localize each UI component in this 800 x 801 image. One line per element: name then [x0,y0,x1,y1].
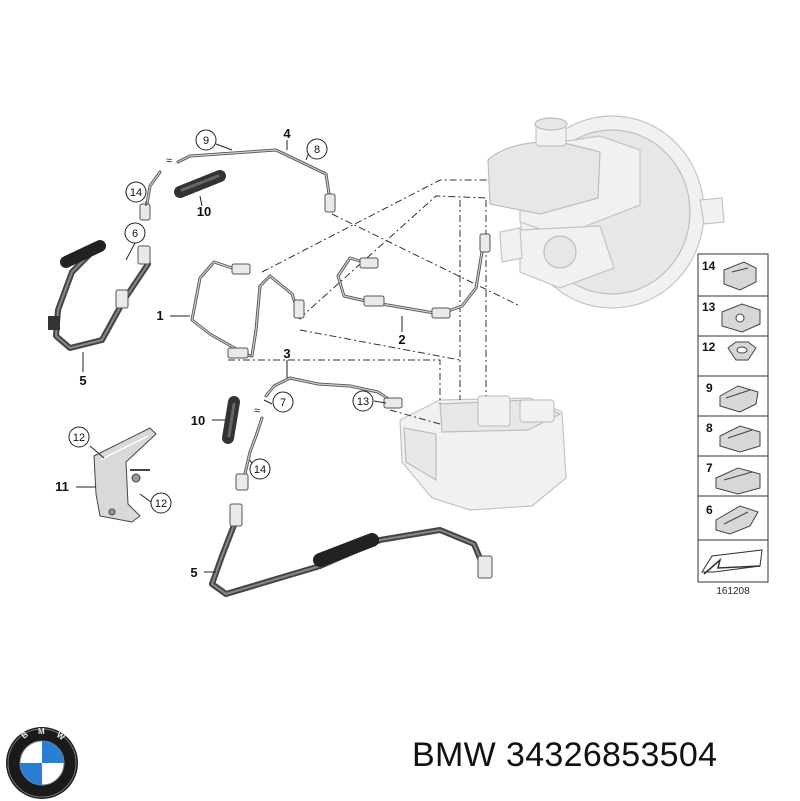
legend-num-8: 8 [706,421,713,435]
legend-num-13: 13 [702,300,716,314]
hose-sleeve-10-mid [222,396,240,444]
brake-pipe-1 [190,260,305,359]
svg-text:≈: ≈ [166,155,172,167]
callout-8: 8 [314,144,320,156]
callout-10a: 10 [197,204,211,219]
connection-lines [228,179,521,425]
svg-text:M: M [38,727,45,736]
callout-5a: 5 [79,373,86,388]
hose-sleeve-10-top [174,170,226,198]
callout-3: 3 [283,346,290,361]
callout-4: 4 [283,126,291,141]
callout-9: 9 [203,135,209,147]
svg-text:≈: ≈ [254,405,260,417]
clip-13-icon [721,303,761,333]
callout-14b: 14 [254,464,266,476]
callout-11: 11 [55,479,69,494]
callout-12a: 12 [73,432,85,444]
callout-labels: 4 9 8 14 10 6 5 1 2 3 10 7 13 14 12 11 1… [55,126,405,580]
callout-10b: 10 [191,413,205,428]
svg-text:W: W [55,730,67,742]
clip-14-icon [723,261,757,291]
part-caption: BMW 34326853504 [412,736,727,775]
clip-6-icon [715,505,759,535]
callout-13: 13 [357,396,369,408]
clip-9-icon [719,385,759,413]
clip-7-icon [715,467,761,495]
bracket-11 [93,427,157,523]
callout-1: 1 [156,308,163,323]
callout-12b: 12 [155,498,167,510]
diagram-id: 161208 [716,586,750,597]
brake-hose-5-bottom [209,503,493,597]
brake-pipe-3: ≈ [235,376,403,491]
callout-6: 6 [132,228,138,240]
callout-14a: 14 [130,187,142,199]
nut-12-icon [727,341,757,361]
brake-pipe-2 [336,233,491,319]
brake-hose-5-left [48,240,151,351]
direction-arrow-icon [701,549,763,575]
part-number: 34326853504 [506,736,718,774]
legend-num-6: 6 [706,503,713,517]
legend-num-14: 14 [702,259,716,273]
callout-2: 2 [398,332,405,347]
clip-8-icon [719,425,761,453]
callout-7: 7 [280,397,286,409]
brand-name: BMW [412,736,496,774]
callout-5b: 5 [190,565,197,580]
bmw-logo: B M W [6,727,78,799]
abs-hydraulic-unit [399,395,567,511]
parts-legend: 14 13 12 9 8 7 6 [697,253,769,597]
brake-pipe-4: ≈ [139,148,336,221]
legend-num-12: 12 [702,340,716,354]
legend-num-9: 9 [706,381,713,395]
brake-booster-assembly [487,115,725,309]
svg-text:B: B [20,730,30,741]
legend-num-7: 7 [706,461,713,475]
